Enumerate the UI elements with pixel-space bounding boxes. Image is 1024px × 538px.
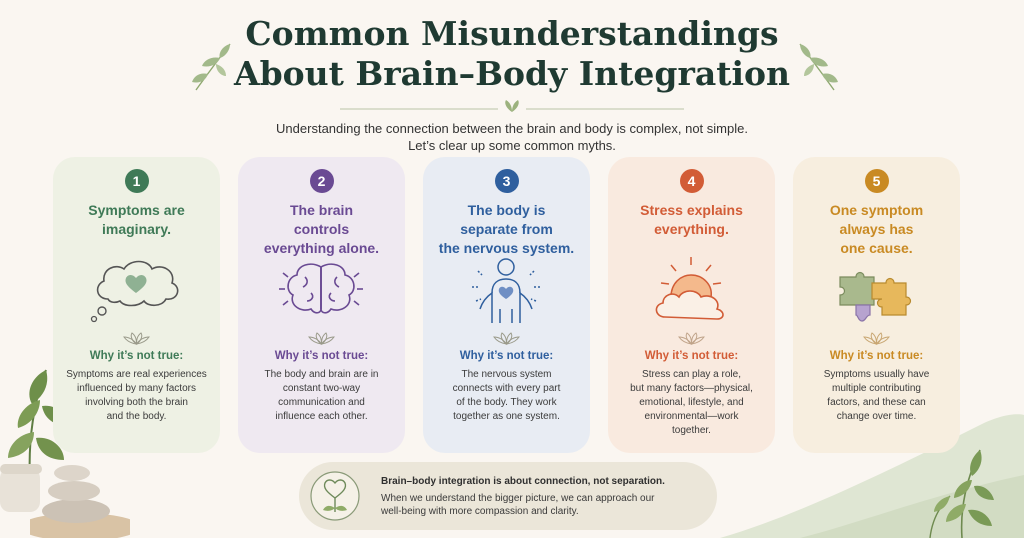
explanation-line: The body and brain are in — [264, 369, 379, 380]
explanation-line: constant two-way — [282, 383, 361, 394]
right-sprig-icon — [799, 43, 838, 91]
card-number-badge: 3 — [494, 169, 519, 193]
explanation-line: influenced by many factors — [77, 383, 196, 394]
banner-text-line: When we understand the bigger picture, w… — [381, 493, 655, 504]
title-line-2: About Brain–Body Integration — [233, 54, 791, 93]
explanation-line: communication and — [278, 397, 365, 408]
puzzle-pieces-icon — [839, 271, 912, 322]
myth-line: controls — [293, 221, 350, 237]
card-number-badge: 1 — [124, 169, 149, 193]
myth-statement: The body is separate from the nervous sy… — [429, 201, 584, 258]
myth-statement: One symptom always has one cause. — [799, 201, 954, 258]
sun-cloud-icon — [655, 257, 724, 320]
summary-banner: Brain–body integration is about connecti… — [299, 462, 717, 530]
left-sprig-icon — [192, 43, 231, 91]
explanation-line: connects with every part — [452, 383, 561, 394]
explanation-line: Symptoms are real experiences — [66, 369, 207, 380]
why-heading: Why it’s not true: — [459, 350, 554, 362]
myth-line: imaginary. — [102, 221, 171, 237]
explanation-line: of the body. They work — [456, 397, 557, 408]
myth-line: always has — [839, 221, 914, 237]
myth-line: Stress explains — [640, 202, 743, 218]
explanation-line: change over time. — [836, 411, 917, 422]
myth-card-4: 4 Stress explains everything. Why it’s n… — [608, 157, 775, 453]
title-line-1: Common Misunderstandings — [245, 14, 779, 53]
explanation-line: Stress can play a role, — [642, 369, 741, 380]
bottom-left-plant-icon — [0, 369, 68, 512]
card-number-badge: 5 — [864, 169, 889, 193]
heart-sprout-icon — [310, 471, 360, 521]
myth-line: The body is — [467, 202, 546, 218]
page-title: Common Misunderstandings About Brain–Bod… — [0, 14, 1024, 94]
stones-icon — [30, 465, 130, 538]
banner-text-line: well-being with more compassion and clar… — [381, 506, 579, 517]
brain-icon — [279, 263, 363, 314]
leaf-divider-icon — [863, 332, 890, 345]
explanation-line: Symptoms usually have — [823, 369, 930, 380]
explanation-line: The nervous system — [461, 369, 552, 380]
leaf-divider-icon — [678, 332, 705, 345]
explanation: The nervous system connects with every p… — [433, 368, 580, 424]
explanation-line: together as one system. — [453, 411, 560, 422]
myth-line: everything. — [654, 221, 729, 237]
why-heading: Why it’s not true: — [829, 350, 924, 362]
explanation-line: and the body. — [106, 411, 167, 422]
myth-card-2: 2 The brain controls everything alone. W… — [238, 157, 405, 453]
subtitle-line-2: Let’s clear up some common myths. — [408, 138, 616, 153]
banner-headline: Brain–body integration is about connecti… — [381, 476, 665, 487]
page-subtitle: Understanding the connection between the… — [0, 120, 1024, 154]
myth-statement: The brain controls everything alone. — [244, 201, 399, 258]
body-heart-icon — [472, 258, 540, 323]
explanation: Stress can play a role, but many factors… — [618, 368, 765, 438]
banner-text: When we understand the bigger picture, w… — [381, 492, 711, 518]
thought-bubble-heart-icon — [90, 260, 179, 323]
myth-line: separate from — [460, 221, 553, 237]
myth-statement: Symptoms are imaginary. — [59, 201, 214, 239]
myth-card-1: 1 Symptoms are imaginary. Why it’s not t… — [53, 157, 220, 453]
explanation: Symptoms are real experiences influenced… — [63, 368, 210, 424]
leaf-divider-icon — [493, 332, 520, 345]
myth-line: Symptoms are — [88, 202, 185, 218]
leaf-divider-icon — [308, 332, 335, 345]
explanation: The body and brain are in constant two-w… — [248, 368, 395, 424]
explanation-line: involving both the brain — [85, 397, 188, 408]
bottom-right-plant-icon — [929, 449, 994, 538]
explanation-line: multiple contributing — [832, 383, 921, 394]
explanation-line: emotional, lifestyle, and — [639, 397, 744, 408]
myth-card-3: 3 The body is separate from the nervous … — [423, 157, 590, 453]
myth-card-5: 5 One symptom always has one cause. Why … — [793, 157, 960, 453]
myth-line: the nervous system. — [438, 240, 575, 256]
why-heading: Why it’s not true: — [644, 350, 739, 362]
why-heading: Why it’s not true: — [89, 350, 184, 362]
subtitle-line-1: Understanding the connection between the… — [276, 121, 748, 136]
myth-line: everything alone. — [263, 240, 380, 256]
myth-line: one cause. — [840, 240, 913, 256]
card-number-badge: 2 — [309, 169, 334, 193]
explanation-line: factors, and these can — [827, 397, 926, 408]
explanation-line: together. — [672, 425, 711, 436]
explanation-line: influence each other. — [275, 411, 368, 422]
myth-line: The brain — [289, 202, 353, 218]
leaf-divider-icon — [123, 332, 150, 345]
why-heading: Why it’s not true: — [274, 350, 369, 362]
explanation-line: environmental—work — [644, 411, 739, 422]
explanation: Symptoms usually have multiple contribut… — [803, 368, 950, 424]
myth-line: One symptom — [829, 202, 924, 218]
explanation-line: but many factors—physical, — [630, 383, 753, 394]
card-number-badge: 4 — [679, 169, 704, 193]
title-divider-icon — [340, 100, 684, 112]
myth-statement: Stress explains everything. — [614, 201, 769, 239]
